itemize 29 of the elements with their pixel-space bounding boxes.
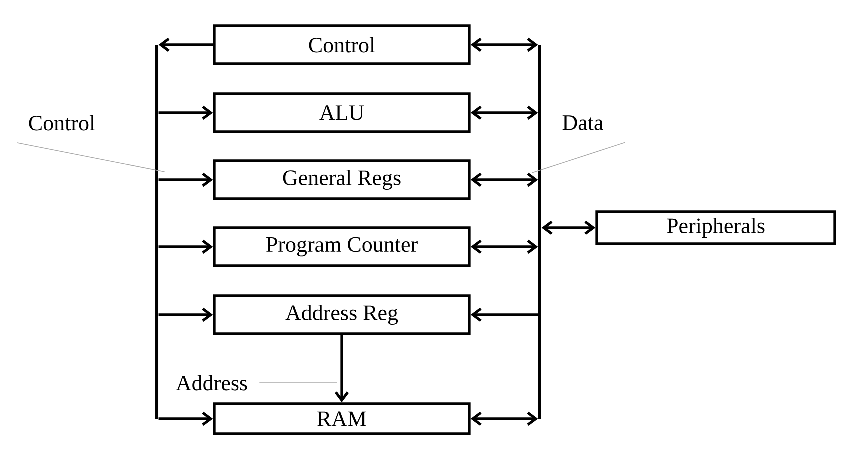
label-text: Control [29,115,96,131]
leader-line [259,382,338,384]
arrow [334,335,350,403]
block-box: Control [213,24,471,66]
arrow [542,220,596,236]
arrow [470,308,538,322]
block-box: Address Reg [213,294,471,336]
arrow [470,106,538,120]
arrow [158,172,214,188]
leader-line [17,142,166,172]
arrow [158,412,214,426]
leader-line [532,142,626,174]
block-box: ALU [213,92,471,134]
arrow [158,308,214,322]
arrow [470,412,538,426]
arrow [470,38,538,52]
block-box: General Regs [213,160,471,200]
label-text: Data [562,116,604,130]
block-box: Peripherals [596,210,836,246]
arrow [158,38,214,52]
arrow [158,240,214,254]
arrow [158,106,214,120]
block-box: RAM [213,402,471,436]
arrow [470,172,538,188]
bus-line [538,45,542,419]
label-text: Address [176,375,248,391]
block-box: Program Counter [213,226,471,268]
bus-line [156,45,158,419]
arrow [470,240,538,254]
